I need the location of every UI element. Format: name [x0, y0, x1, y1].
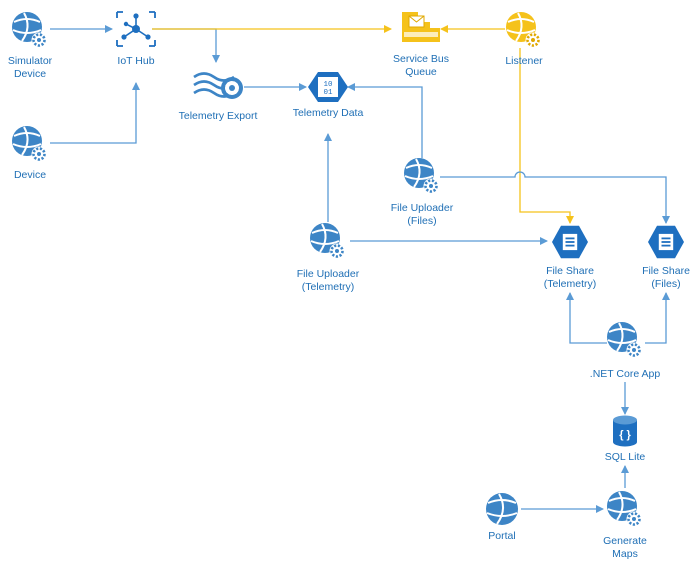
connectors [50, 25, 670, 513]
edge-listener-to-fileshare-telemetry [519, 48, 574, 224]
node-file-uploader-files[interactable]: File Uploader (Files) [391, 156, 454, 227]
node-service-bus-queue[interactable]: Service Bus Queue [393, 12, 449, 78]
node-label: Telemetry Export [179, 110, 258, 122]
edge-device-to-iothub [50, 82, 140, 144]
web-app-icon [486, 493, 518, 525]
web-app-icon [504, 10, 542, 49]
service-bus-icon [402, 12, 440, 42]
node-label-line2: (Telemetry) [302, 281, 355, 293]
blob-storage-icon: 10 01 [308, 72, 348, 102]
file-share-icon [647, 224, 685, 260]
web-app-icon [308, 221, 346, 260]
edge-iothub-to-telemetry-export [152, 28, 220, 63]
web-app-icon [10, 124, 48, 163]
node-telemetry-export[interactable]: Telemetry Export [179, 72, 258, 123]
node-net-core-app[interactable]: .NET Core App [590, 320, 661, 380]
node-label: IoT Hub [117, 55, 154, 67]
node-label: .NET Core App [590, 368, 661, 380]
svg-text:10: 10 [323, 81, 333, 89]
web-app-icon [10, 10, 48, 49]
node-label-line1: Simulator [8, 55, 53, 67]
node-label: Portal [488, 530, 515, 542]
node-label-line2: (Files) [651, 278, 680, 290]
edge-uploader-files-to-fileshare-files [440, 171, 670, 224]
node-label-line2: (Telemetry) [544, 278, 597, 290]
node-portal[interactable]: Portal [486, 493, 518, 542]
node-label: SQL Lite [605, 451, 646, 463]
stream-analytics-icon [193, 72, 243, 99]
node-label-line1: File Share [642, 265, 690, 277]
edge-netcore-to-fileshare-telemetry [566, 292, 607, 344]
node-device[interactable]: Device [10, 124, 48, 181]
svg-text:01: 01 [323, 89, 333, 97]
edge-uploader-files-to-telemetry-data [347, 83, 423, 158]
node-telemetry-data[interactable]: 10 01 Telemetry Data [293, 72, 364, 119]
node-listener[interactable]: Listener [504, 10, 543, 67]
node-simulator-device[interactable]: Simulator Device [8, 10, 53, 80]
iot-hub-icon [116, 11, 156, 47]
node-label: Telemetry Data [293, 107, 364, 119]
edge-netcore-to-fileshare-files [645, 292, 670, 344]
node-label-line2: Device [14, 68, 46, 80]
database-icon: { } [613, 415, 637, 447]
file-share-icon [551, 224, 589, 260]
svg-text:{ }: { } [619, 429, 631, 441]
node-label-line2: Queue [405, 66, 437, 78]
node-label-line1: File Uploader [391, 202, 454, 214]
node-label-line2: (Files) [407, 215, 436, 227]
node-file-share-files[interactable]: File Share (Files) [642, 224, 690, 290]
node-label-line1: File Share [546, 265, 594, 277]
web-app-icon [605, 320, 643, 359]
node-label-line2: Maps [612, 548, 638, 560]
node-file-uploader-telemetry[interactable]: File Uploader (Telemetry) [297, 221, 360, 293]
node-generate-maps[interactable]: Generate Maps [603, 489, 647, 560]
node-label-line1: File Uploader [297, 268, 360, 280]
node-iot-hub[interactable]: IoT Hub [116, 11, 156, 67]
node-sql-lite[interactable]: { } SQL Lite [605, 415, 646, 464]
web-app-icon [402, 156, 440, 195]
node-file-share-telemetry[interactable]: File Share (Telemetry) [544, 224, 597, 290]
node-label: Listener [505, 55, 543, 67]
node-label-line1: Device [14, 169, 46, 181]
web-app-icon [605, 489, 643, 528]
node-label-line1: Service Bus [393, 53, 449, 65]
node-label-line1: Generate [603, 535, 647, 547]
